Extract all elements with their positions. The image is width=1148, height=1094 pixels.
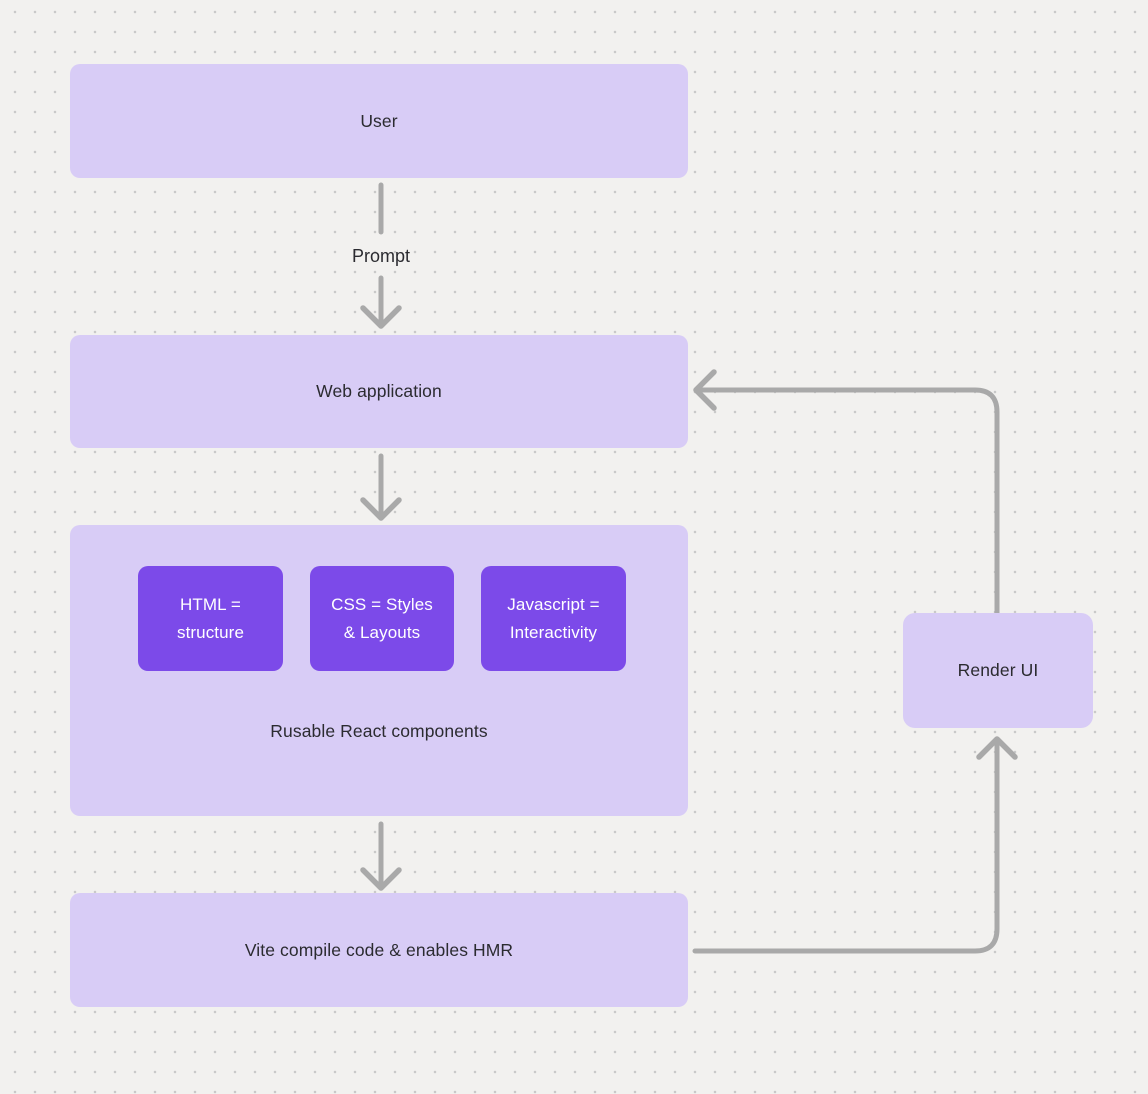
node-javascript: Javascript = Interactivity xyxy=(481,566,626,671)
node-javascript-label: Javascript = Interactivity xyxy=(507,594,600,642)
arrowhead-down-web xyxy=(360,305,402,329)
node-css-label: CSS = Styles & Layouts xyxy=(331,594,433,642)
arrowhead-up-render xyxy=(976,736,1018,760)
arrowhead-down-vite xyxy=(360,867,402,891)
arrow-vite-to-render xyxy=(692,742,1000,954)
node-vite: Vite compile code & enables HMR xyxy=(70,893,688,1007)
node-render-ui-label: Render UI xyxy=(957,660,1039,680)
node-html: HTML = structure xyxy=(138,566,283,671)
node-user: User xyxy=(70,64,688,178)
edge-label-prompt: Prompt xyxy=(351,246,411,266)
node-user-label: User xyxy=(360,110,398,131)
node-components-group: HTML = structure CSS = Styles & Layouts … xyxy=(70,525,688,816)
arrow-render-to-web xyxy=(698,387,1000,616)
components-group-caption: Rusable React components xyxy=(270,721,488,741)
node-html-label: HTML = structure xyxy=(176,594,245,642)
node-render-ui: Render UI xyxy=(903,613,1093,728)
node-web-application-label: Web application xyxy=(316,381,442,401)
arrowhead-down-group xyxy=(360,497,402,521)
arrowhead-left-web xyxy=(693,369,717,411)
node-vite-label: Vite compile code & enables HMR xyxy=(244,939,514,960)
node-css: CSS = Styles & Layouts xyxy=(310,566,454,671)
node-web-application: Web application xyxy=(70,335,688,448)
